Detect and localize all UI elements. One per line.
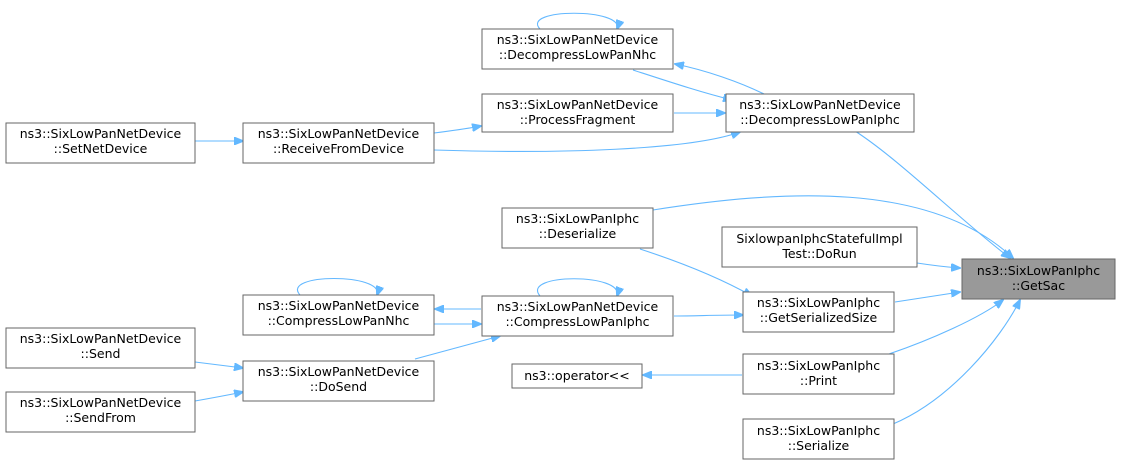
node-setNetDev-line2: ::SetNetDevice [54, 141, 148, 156]
node-deserialize-line1: ns3::SixLowPanIphc [516, 211, 639, 226]
node-compress-lowpan-nhc[interactable]: ns3::SixLowPanNetDevice ::CompressLowPan… [242, 294, 435, 336]
node-compNhc-line2: ::CompressLowPanNhc [268, 313, 410, 328]
node-setNetDev-line1: ns3::SixLowPanNetDevice [20, 126, 182, 141]
node-operator[interactable]: ns3::operator<< [511, 363, 643, 389]
node-compIphc-line1: ns3::SixLowPanNetDevice [497, 299, 659, 314]
node-send[interactable]: ns3::SixLowPanNetDevice ::Send [5, 327, 196, 369]
node-compIphc-line2: ::CompressLowPanIphc [505, 314, 649, 329]
node-doSend-line1: ns3::SixLowPanNetDevice [258, 364, 420, 379]
node-serialize-line2: ::Serialize [788, 438, 850, 453]
edge-statefultest-getsac [916, 262, 960, 268]
node-recvFromDev-line1: ns3::SixLowPanNetDevice [258, 126, 420, 141]
edge-decompNhc-self [536, 12, 617, 29]
node-send-from[interactable]: ns3::SixLowPanNetDevice ::SendFrom [5, 391, 196, 433]
node-do-send[interactable]: ns3::SixLowPanNetDevice ::DoSend [242, 360, 435, 402]
edge-recvFromDev-procFrag [433, 126, 481, 134]
node-getsac-line2: ::GetSac [1012, 278, 1065, 293]
edge-recvFromDev-decompIphc [433, 132, 740, 152]
edge-send-doSend [194, 361, 243, 368]
node-decompIphc-line1: ns3::SixLowPanNetDevice [739, 97, 901, 112]
node-getsac-line1: ns3::SixLowPanIphc [977, 263, 1100, 278]
edge-decompIphc-decompNhc [675, 64, 767, 96]
edge-sendFrom-doSend [194, 392, 243, 402]
node-getsac[interactable]: ns3::SixLowPanIphc ::GetSac [961, 258, 1116, 300]
edge-deserialize-getsac [652, 195, 1013, 258]
node-process-fragment[interactable]: ns3::SixLowPanNetDevice ::ProcessFragmen… [481, 93, 674, 133]
edge-getsersize-getsac [894, 292, 960, 303]
node-compNhc-line1: ns3::SixLowPanNetDevice [258, 298, 420, 313]
node-compress-lowpan-iphc[interactable]: ns3::SixLowPanNetDevice ::CompressLowPan… [481, 295, 674, 337]
node-deserialize-line2: ::Deserialize [539, 226, 617, 241]
node-serialize-line1: ns3::SixLowPanIphc [757, 423, 880, 438]
node-serialize[interactable]: ns3::SixLowPanIphc ::Serialize [742, 418, 895, 460]
node-doSend-line2: ::DoSend [310, 379, 367, 394]
node-decompIphc-line2: ::DecompressLowPanIphc [740, 112, 900, 127]
edge-compIphc-getSerSize [673, 315, 743, 316]
node-decompNhc-line1: ns3::SixLowPanNetDevice [497, 32, 659, 47]
node-print[interactable]: ns3::SixLowPanIphc ::Print [742, 353, 895, 395]
node-sendFrom-line1: ns3::SixLowPanNetDevice [20, 395, 182, 410]
node-statefulTest-line1: SixlowpanIphcStatefulImpl [736, 231, 902, 246]
node-print-line1: ns3::SixLowPanIphc [757, 358, 880, 373]
edge-compNhc-self [296, 278, 377, 296]
node-send-line1: ns3::SixLowPanNetDevice [20, 331, 182, 346]
edge-compIphc-self [536, 278, 617, 296]
node-operator-label: ns3::operator<< [524, 368, 630, 383]
node-decompNhc-line2: ::DecompressLowPanNhc [499, 47, 656, 62]
node-send-line2: ::Send [81, 346, 121, 361]
node-procFrag-line2: ::ProcessFragment [520, 112, 636, 127]
node-print-line2: ::Print [800, 373, 837, 388]
node-decompress-lowpan-nhc[interactable]: ns3::SixLowPanNetDevice ::DecompressLowP… [481, 28, 674, 70]
node-decompress-lowpan-iphc[interactable]: ns3::SixLowPanNetDevice ::DecompressLowP… [725, 93, 915, 133]
node-procFrag-line1: ns3::SixLowPanNetDevice [497, 97, 659, 112]
node-deserialize[interactable]: ns3::SixLowPanIphc ::Deserialize [501, 207, 654, 249]
edge-print-getsac [888, 300, 1003, 355]
edge-decompIphc-getsac [854, 130, 1010, 258]
node-getSerSize-line2: ::GetSerializedSize [760, 310, 878, 325]
edge-serialize-getsac [892, 300, 1020, 425]
node-get-serialized-size[interactable]: ns3::SixLowPanIphc ::GetSerializedSize [742, 291, 895, 333]
edge-doSend-compIphc [414, 336, 500, 360]
node-stateful-impl-test[interactable]: SixlowpanIphcStatefulImpl Test::DoRun [721, 226, 918, 268]
node-receive-from-device[interactable]: ns3::SixLowPanNetDevice ::ReceiveFromDev… [242, 122, 435, 164]
node-recvFromDev-line2: ::ReceiveFromDevice [273, 141, 404, 156]
node-statefulTest-line2: Test::DoRun [781, 246, 856, 261]
node-sendFrom-line2: ::SendFrom [65, 410, 136, 425]
edge-decompNhc-decompIphc [632, 69, 732, 100]
node-getSerSize-line1: ns3::SixLowPanIphc [757, 295, 880, 310]
node-set-net-device[interactable]: ns3::SixLowPanNetDevice ::SetNetDevice [5, 122, 196, 164]
edge-deserialize-getSerSize [639, 248, 752, 296]
